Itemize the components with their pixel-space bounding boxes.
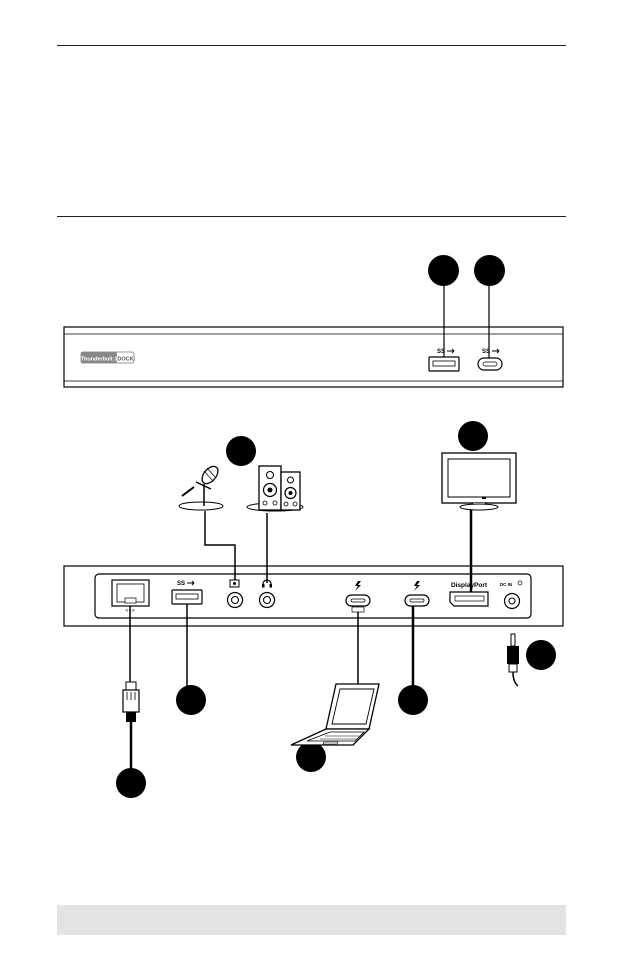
brand-badge: Thunderbolt 3 DOCK	[81, 352, 134, 363]
laptop-icon	[291, 684, 379, 745]
rear-panel: <··> SS	[64, 566, 563, 626]
speakers-icon	[247, 466, 303, 511]
power-plug-icon	[507, 634, 519, 686]
front-panel: Thunderbolt 3 DOCK SS SS	[64, 286, 563, 387]
monitor-icon	[442, 453, 516, 510]
ethernet-cable-icon	[123, 682, 139, 722]
brand-badge-suffix: DOCK	[117, 357, 133, 363]
microphone-icon	[179, 463, 223, 510]
footer-bar	[57, 905, 566, 935]
brand-badge-text: Thunderbolt 3	[81, 357, 118, 363]
front-usb-c-port: SS	[478, 349, 502, 370]
displayport-label: DisplayPort	[451, 582, 488, 589]
rear-usb-logo: SS	[177, 581, 185, 587]
displayport-port: DisplayPort	[450, 582, 488, 606]
power-label: DC IN	[500, 582, 512, 587]
connection-lines	[130, 510, 471, 768]
